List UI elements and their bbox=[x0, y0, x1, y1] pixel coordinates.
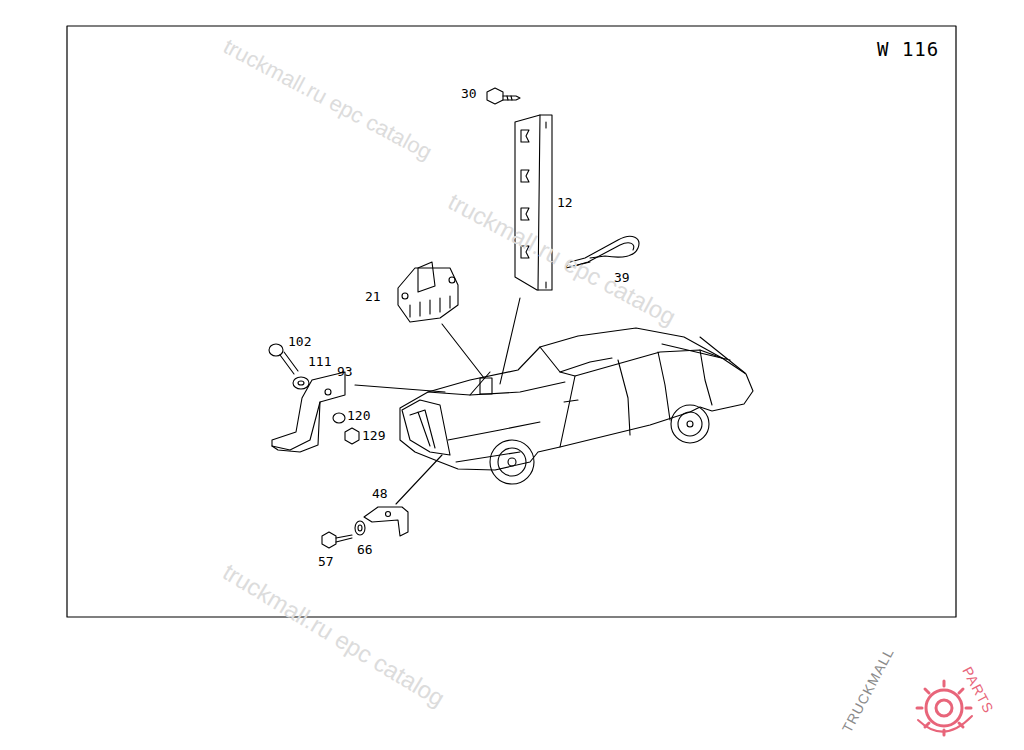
logo-text: TRUCKMALL bbox=[840, 645, 896, 734]
bolt bbox=[487, 88, 520, 104]
mounting-bracket bbox=[272, 372, 345, 452]
callout-number: 66 bbox=[357, 543, 373, 556]
logo-text: PARTS bbox=[960, 664, 996, 715]
logo-gear bbox=[917, 681, 972, 735]
small-bracket bbox=[364, 507, 408, 536]
relay-bracket bbox=[398, 262, 458, 322]
car-drawing bbox=[400, 328, 753, 484]
callout-number: 111 bbox=[308, 355, 331, 368]
callout-number: 48 bbox=[372, 487, 388, 500]
leader-line bbox=[442, 324, 484, 378]
callout-number: 21 bbox=[365, 290, 381, 303]
callout-number: 57 bbox=[318, 555, 334, 568]
leader-line bbox=[396, 455, 442, 504]
model-code: W 116 bbox=[877, 40, 939, 59]
leader-line bbox=[500, 298, 520, 384]
callout-number: 93 bbox=[337, 365, 353, 378]
watermark: truckmall.ru epc catalog bbox=[444, 189, 679, 329]
callout-number: 12 bbox=[557, 196, 573, 209]
callout-number: 30 bbox=[461, 87, 477, 100]
callout-number: 120 bbox=[347, 409, 370, 422]
frame bbox=[67, 26, 956, 617]
watermark: truckmall.ru epc catalog bbox=[219, 560, 449, 711]
callout-number: 102 bbox=[288, 335, 311, 348]
callout-number: 129 bbox=[362, 429, 385, 442]
bolt bbox=[269, 344, 309, 389]
callout-number: 39 bbox=[614, 271, 630, 284]
watermark: truckmall.ru epc catalog bbox=[220, 35, 435, 163]
leader-line bbox=[355, 385, 445, 392]
